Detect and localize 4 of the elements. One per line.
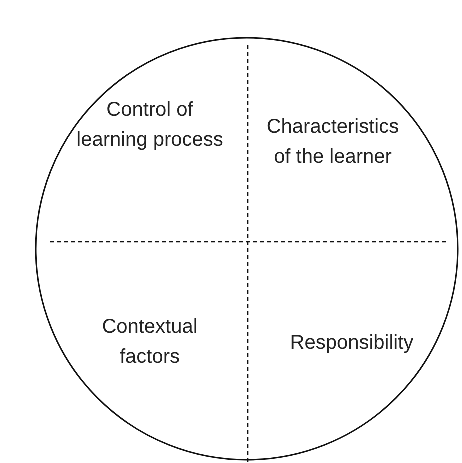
quadrant-label: Responsibility xyxy=(289,331,415,356)
quadrant-label: Contextual factors xyxy=(101,315,199,370)
quadrant-label: Characteristics of the learner xyxy=(266,115,400,170)
quadrant-label: Control of learning process xyxy=(76,98,224,153)
